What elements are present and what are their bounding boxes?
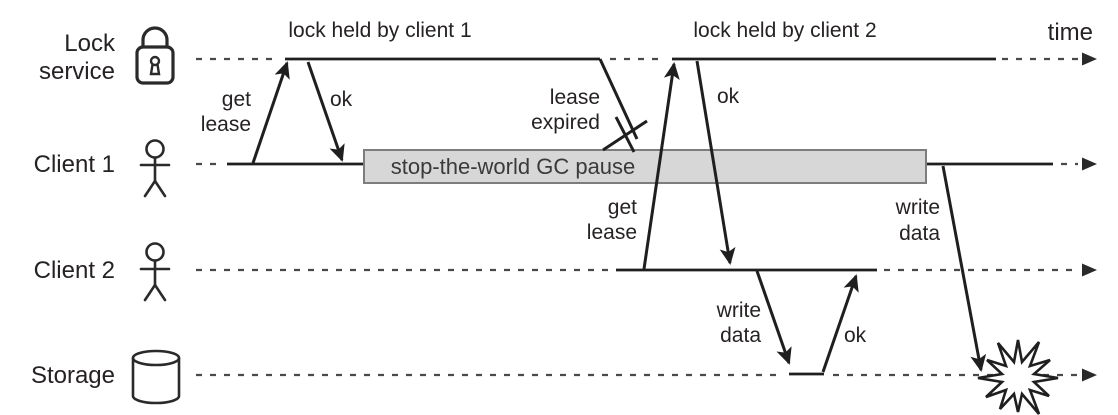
gc-pause-box: stop-the-world GC pause [363, 149, 927, 184]
lane-label-client-2: Client 2 [34, 257, 115, 284]
client1-get-lease-arrow [251, 61, 290, 164]
storage-ok-label: ok [844, 324, 867, 347]
lease-expired-line [598, 58, 639, 140]
person-icon [139, 242, 171, 302]
storage-ok-arrow [821, 274, 859, 373]
lane-label-lock-service-line2: service [39, 58, 115, 85]
client1-get-lease-label-line1: get [222, 88, 251, 111]
client1-get-lease-label-line2: lease [201, 113, 251, 136]
lane-label-storage: Storage [31, 362, 115, 389]
lock-held-by-client1-label: lock held by client 1 [288, 19, 471, 42]
client1-write-data-label-line2: data [899, 222, 940, 245]
client2-write-data-arrow [755, 270, 792, 365]
client2-ok-label: ok [717, 85, 740, 108]
message-arrows [251, 58, 987, 373]
client2-ok-arrow [695, 60, 736, 265]
database-icon [131, 349, 181, 405]
lease-expired-label-line2: expired [531, 111, 600, 134]
client1-ok-arrow [306, 61, 345, 162]
lane-label-client-1: Client 1 [34, 151, 115, 178]
lane-labels: Lock service Client 1 Client 2 Storage [31, 30, 116, 389]
client2-get-lease-arrow [642, 62, 680, 270]
lock-held-by-client2-label: lock held by client 2 [693, 19, 876, 42]
lock-lane-arrowhead [1082, 52, 1097, 66]
lease-expired-cross-2 [614, 116, 636, 153]
lease-expired-label-line1: lease [550, 86, 600, 109]
lane-label-lock-service-line1: Lock [64, 30, 116, 57]
client1-lane-arrowhead [1082, 157, 1097, 171]
client2-get-lease-label-line1: get [608, 196, 637, 219]
corruption-starburst-icon [977, 339, 1059, 415]
client2-lane-arrowhead [1082, 263, 1097, 277]
client2-write-data-label-line2: data [720, 324, 761, 347]
client2-get-lease-label-line2: lease [587, 221, 637, 244]
storage-lane-arrowhead [1082, 368, 1097, 382]
person-icon [139, 139, 171, 198]
gc-pause-label: stop-the-world GC pause [391, 154, 636, 179]
client1-ok-label: ok [330, 88, 353, 111]
padlock-icon [135, 26, 175, 85]
diagram-texts: lock held by client 1 lock held by clien… [201, 19, 1093, 347]
client1-write-data-label-line1: write [895, 196, 940, 219]
client2-write-data-label-line1: write [716, 299, 761, 322]
client1-write-data-arrow [941, 165, 987, 372]
time-axis-label: time [1048, 19, 1093, 46]
